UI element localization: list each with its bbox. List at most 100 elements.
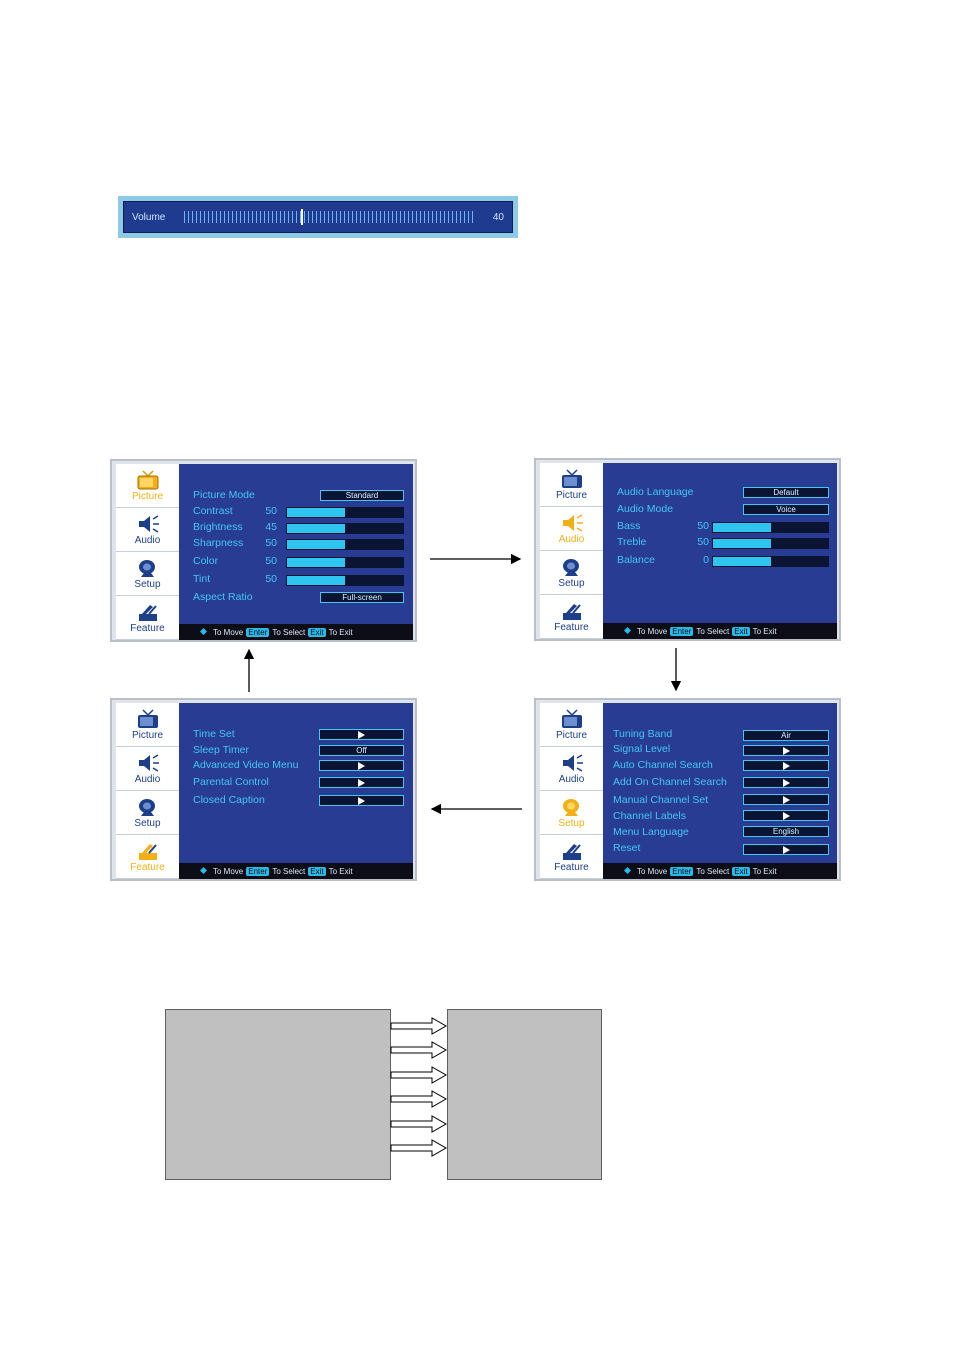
menu-row-auto-channel-search[interactable]: Auto Channel Search <box>613 759 713 771</box>
slider-fill <box>287 508 345 517</box>
menu-row-parental-control[interactable]: Parental Control <box>193 776 269 788</box>
audio-mode-value[interactable]: Voice <box>743 504 829 515</box>
contrast-value: 50 <box>265 505 277 517</box>
tab-setup[interactable]: Setup <box>540 791 603 835</box>
closed-caption-enter[interactable] <box>319 795 404 806</box>
tab-picture[interactable]: Picture <box>540 463 603 507</box>
bass-slider[interactable] <box>712 522 829 533</box>
tab-feature[interactable]: Feature <box>116 835 179 879</box>
slider-fill <box>287 524 345 533</box>
sleep-timer-value[interactable]: Off <box>319 745 404 756</box>
up-down-arrows-icon <box>200 867 207 874</box>
audio-language-value[interactable]: Default <box>743 487 829 498</box>
menu-footer: To Move Enter To Select Exit To Exit <box>179 624 413 640</box>
tv-icon <box>561 468 582 488</box>
tint-slider[interactable] <box>286 575 404 586</box>
up-down-arrows-icon <box>624 867 631 874</box>
menu-row-advanced-video-menu[interactable]: Advanced Video Menu <box>193 759 299 771</box>
hollow-arrow-icon <box>390 1090 448 1108</box>
tab-setup[interactable]: Setup <box>540 551 603 595</box>
signal-level-enter[interactable] <box>743 745 829 756</box>
tab-setup[interactable]: Setup <box>116 791 179 835</box>
menu-row-add-on-channel-search[interactable]: Add On Channel Search <box>613 776 727 788</box>
slider-fill <box>287 558 345 567</box>
tab-feature[interactable]: Feature <box>540 835 603 879</box>
menu-row-sleep-timer[interactable]: Sleep Timer <box>193 744 250 756</box>
contrast-slider[interactable] <box>286 507 404 518</box>
channel-labels-enter[interactable] <box>743 810 829 821</box>
menu-panel: Time Set Sleep Timer Off Advanced Video … <box>179 703 413 863</box>
manual-channel-set-enter[interactable] <box>743 794 829 805</box>
tab-label: Audio <box>134 534 161 546</box>
tv-icon <box>137 469 158 489</box>
treble-value: 50 <box>697 536 709 548</box>
tab-label: Setup <box>558 817 585 829</box>
brightness-slider[interactable] <box>286 523 404 534</box>
tab-audio[interactable]: Audio <box>540 747 603 791</box>
satellite-dish-icon <box>562 798 579 816</box>
parental-control-enter[interactable] <box>319 777 404 788</box>
slider-fill <box>713 539 771 548</box>
menu-language-value[interactable]: English <box>743 826 829 837</box>
menu-row-balance[interactable]: Balance <box>617 554 655 566</box>
time-set-enter[interactable] <box>319 729 404 740</box>
menu-row-aspect-ratio[interactable]: Aspect Ratio <box>193 591 253 603</box>
picture-mode-value[interactable]: Standard <box>320 490 404 501</box>
menu-row-audio-mode[interactable]: Audio Mode <box>617 503 674 515</box>
auto-channel-search-enter[interactable] <box>743 760 829 771</box>
tab-feature[interactable]: Feature <box>540 595 603 639</box>
reset-enter[interactable] <box>743 844 829 855</box>
volume-knob[interactable] <box>300 209 303 225</box>
menu-row-color[interactable]: Color <box>193 555 219 567</box>
footer-move: To Move <box>637 866 668 876</box>
play-arrow-icon <box>782 845 790 854</box>
tools-icon <box>138 843 157 860</box>
satellite-dish-icon <box>562 558 579 576</box>
tab-setup[interactable]: Setup <box>116 552 179 596</box>
menu-row-tuning-band[interactable]: Tuning Band <box>613 728 673 740</box>
menu-row-channel-labels[interactable]: Channel Labels <box>613 810 686 822</box>
menu-row-brightness[interactable]: Brightness <box>193 521 243 533</box>
slider-fill <box>287 576 345 585</box>
tab-picture[interactable]: Picture <box>540 703 603 747</box>
menu-row-treble[interactable]: Treble <box>617 536 647 548</box>
footer-move: To Move <box>213 866 244 876</box>
aspect-ratio-value[interactable]: Full-screen <box>320 592 404 603</box>
add-on-channel-search-enter[interactable] <box>743 777 829 788</box>
tab-label: Feature <box>554 861 589 873</box>
menu-row-contrast[interactable]: Contrast <box>193 505 233 517</box>
menu-row-reset[interactable]: Reset <box>613 842 641 854</box>
menu-row-audio-language[interactable]: Audio Language <box>617 486 694 498</box>
footer-select: To Select <box>272 866 306 876</box>
color-slider[interactable] <box>286 557 404 568</box>
menu-row-manual-channel-set[interactable]: Manual Channel Set <box>613 794 709 806</box>
footer-move: To Move <box>213 627 244 637</box>
menu-row-time-set[interactable]: Time Set <box>193 728 235 740</box>
play-arrow-icon <box>782 778 790 787</box>
tab-picture[interactable]: Picture <box>116 464 179 508</box>
play-arrow-icon <box>358 761 365 770</box>
menu-row-picture-mode[interactable]: Picture Mode <box>193 489 255 501</box>
volume-label: Volume <box>132 211 166 223</box>
play-arrow-icon <box>358 796 365 805</box>
tab-feature[interactable]: Feature <box>116 596 179 640</box>
menu-row-closed-caption[interactable]: Closed Caption <box>193 794 265 806</box>
menu-row-bass[interactable]: Bass <box>617 520 641 532</box>
treble-slider[interactable] <box>712 538 829 549</box>
balance-slider[interactable] <box>712 556 829 567</box>
up-down-arrows-icon <box>200 628 207 635</box>
volume-slider[interactable] <box>184 209 476 225</box>
advanced-video-enter[interactable] <box>319 760 404 771</box>
tab-audio[interactable]: Audio <box>116 747 179 791</box>
setup-menu: Picture Audio Setup Feature <box>534 698 841 881</box>
tab-picture[interactable]: Picture <box>116 703 179 747</box>
menu-row-tint[interactable]: Tint <box>193 573 211 585</box>
menu-row-sharpness[interactable]: Sharpness <box>193 537 244 549</box>
tab-audio[interactable]: Audio <box>116 508 179 552</box>
sharpness-slider[interactable] <box>286 539 404 550</box>
tab-audio[interactable]: Audio <box>540 507 603 551</box>
menu-row-menu-language[interactable]: Menu Language <box>613 826 689 838</box>
volume-bar[interactable]: Volume 40 <box>118 196 518 238</box>
menu-row-signal-level[interactable]: Signal Level <box>613 743 671 755</box>
tuning-band-value[interactable]: Air <box>743 730 829 741</box>
